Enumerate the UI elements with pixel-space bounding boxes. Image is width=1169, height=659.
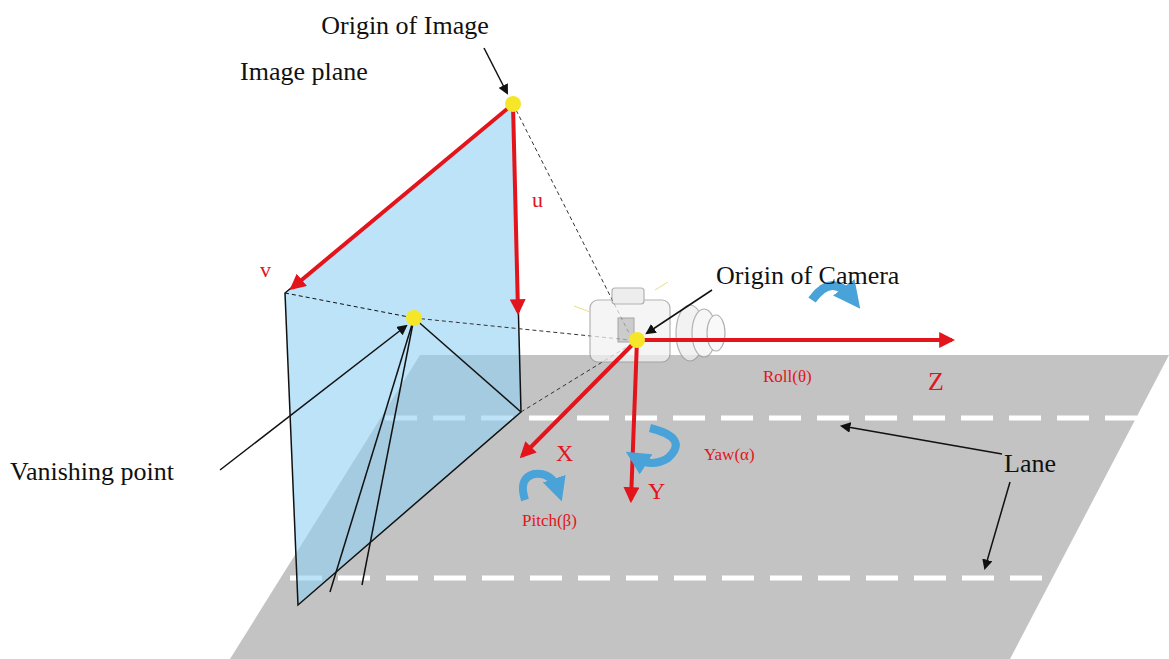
- y-axis: [631, 340, 637, 500]
- image-origin-dot: [505, 96, 521, 112]
- rotation-label: Pitch(β): [522, 512, 577, 531]
- x-axis: [522, 340, 637, 456]
- perspective-line: [362, 318, 414, 585]
- u-axis: [513, 104, 518, 312]
- axis-name: u: [532, 188, 543, 212]
- leader-arrow: [985, 482, 1010, 568]
- leader-arrow: [647, 290, 712, 333]
- origin-label: Origin of Image: [321, 12, 489, 41]
- rotation-label: Yaw(α): [704, 446, 755, 465]
- camera-sketch: [574, 282, 725, 362]
- perspective-line: [330, 318, 414, 592]
- axis-name: X: [556, 440, 573, 466]
- point-label: Vanishing point: [10, 458, 174, 487]
- axis-name: v: [260, 258, 271, 282]
- origin-label: Origin of Camera: [716, 262, 899, 291]
- plane-label: Image plane: [240, 58, 368, 87]
- rotation-label: Roll(θ): [763, 368, 812, 387]
- v-axis: [292, 104, 513, 288]
- z-axis: [637, 338, 952, 342]
- leader-arrow: [220, 326, 406, 470]
- lane-label: Lane: [1004, 450, 1056, 479]
- leader-arrow: [842, 426, 1002, 454]
- leader-arrow: [484, 48, 507, 93]
- axis-name: Y: [648, 478, 665, 504]
- image-plane: [285, 104, 521, 605]
- perspective-line: [414, 318, 521, 412]
- camera-origin-dot: [629, 332, 645, 348]
- pitch-arrow: [523, 474, 558, 500]
- lane-marking: [290, 576, 1085, 581]
- axis-name: Z: [928, 368, 944, 397]
- vanishing-point-dot: [406, 310, 422, 326]
- horizon-line: [285, 293, 414, 318]
- yaw-arrow: [636, 428, 676, 463]
